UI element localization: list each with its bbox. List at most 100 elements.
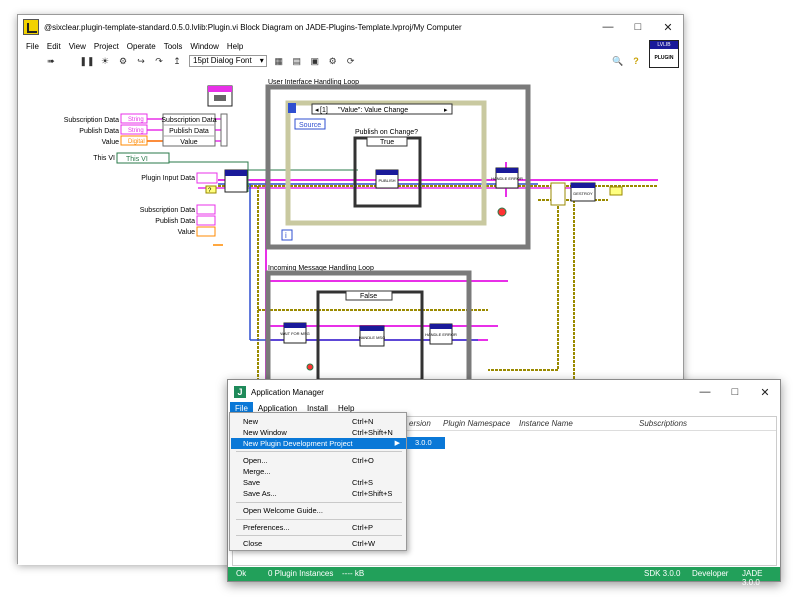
event-next-arrow-icon[interactable]: ▸ — [444, 107, 448, 114]
pause-icon[interactable]: ❚❚ — [79, 55, 95, 66]
init-subvi-node[interactable] — [224, 169, 248, 193]
merge-errors-node[interactable]: DESTROY — [550, 182, 623, 206]
menu-item-label: New Window — [243, 428, 287, 437]
menu-separator — [236, 519, 402, 520]
indicator-subscription[interactable] — [196, 204, 216, 215]
align-objects-icon[interactable]: ▦ — [274, 55, 283, 66]
am-minimize-icon[interactable]: — — [699, 386, 711, 398]
search-icon[interactable]: 🔍 — [612, 55, 624, 66]
terminal-type-string: String — [128, 117, 144, 123]
run-arrow-icon[interactable]: ➠ — [47, 55, 55, 66]
labview-window-controls: — □ ✕ — [593, 15, 683, 39]
indicator-value[interactable] — [196, 226, 216, 237]
minimize-icon[interactable]: — — [602, 21, 614, 33]
submenu-arrow-icon: ▶ — [394, 440, 400, 447]
close-icon[interactable]: ✕ — [663, 21, 673, 34]
resize-objects-icon[interactable]: ▣ — [310, 55, 319, 66]
publish-node-label: PUBLISH — [378, 178, 395, 183]
event-case-selector[interactable] — [311, 103, 453, 115]
menu-window[interactable]: Window — [190, 41, 219, 51]
msg-stop-condition-icon[interactable] — [306, 363, 314, 371]
column-header-namespace[interactable]: Plugin Namespace — [443, 419, 511, 428]
status-instances: 0 Plugin Instances — [268, 569, 334, 578]
menu-item-save-as[interactable]: Save As... Ctrl+Shift+S — [231, 488, 406, 499]
menu-item-new[interactable]: New Ctrl+N — [231, 416, 406, 427]
menu-item-open[interactable]: Open... Ctrl+O — [231, 455, 406, 466]
menu-item-shortcut: Ctrl+P — [352, 523, 374, 532]
status-size: ---- kB — [342, 569, 365, 578]
menu-item-new-window[interactable]: New Window Ctrl+Shift+N — [231, 427, 406, 438]
menu-item-save[interactable]: Save Ctrl+S — [231, 477, 406, 488]
am-close-icon[interactable]: ✕ — [760, 386, 770, 399]
terminal-label-publish-data: Publish Data — [79, 128, 119, 135]
menu-item-label: New Plugin Development Project — [243, 439, 353, 448]
menu-view[interactable]: View — [68, 41, 86, 51]
highlight-execution-icon[interactable]: ☀ — [100, 55, 110, 66]
cluster-constant-icon[interactable] — [207, 85, 233, 107]
labview-window-title: @sixclear.plugin-template-standard.0.5.0… — [44, 22, 462, 32]
terminal-type-digital: Digital — [128, 139, 145, 145]
menu-help[interactable]: Help — [226, 41, 244, 51]
help-icon[interactable]: ? — [633, 56, 639, 66]
step-out-icon[interactable]: ↥ — [173, 55, 181, 66]
case-selector-false[interactable] — [345, 290, 393, 301]
left-terminals: Subscription Data String Publish Data St… — [64, 113, 148, 146]
menu-item-preferences[interactable]: Preferences... Ctrl+P — [231, 522, 406, 533]
menu-project[interactable]: Project — [93, 41, 119, 51]
stop-condition-icon[interactable] — [497, 207, 507, 217]
reorder-icon[interactable]: ⚙ — [328, 55, 337, 66]
menu-item-shortcut: Ctrl+N — [352, 417, 374, 426]
digital-terminal-value[interactable] — [120, 135, 148, 146]
vi-icon[interactable]: LVLIB PLUGIN — [649, 40, 679, 68]
publish-on-change-label: Publish on Change? — [355, 129, 418, 136]
string-terminal-subscription[interactable] — [120, 113, 148, 124]
step-into-icon[interactable]: ↪ — [137, 55, 145, 66]
retain-wire-values-icon[interactable]: ⚙ — [118, 55, 128, 66]
step-over-icon[interactable]: ↷ — [155, 55, 163, 66]
bundle-field-value: Value — [180, 139, 197, 146]
msg-loop-label: Incoming Message Handling Loop — [268, 265, 374, 272]
menu-edit[interactable]: Edit — [46, 41, 61, 51]
event-case-label: "Value": Value Change — [338, 107, 408, 114]
menu-item-merge[interactable]: Merge... — [231, 466, 406, 477]
am-menu-help[interactable]: Help — [337, 404, 355, 413]
maximize-icon[interactable]: □ — [634, 21, 642, 33]
font-select[interactable]: 15pt Dialog Font — [189, 55, 267, 67]
am-menu-install[interactable]: Install — [307, 404, 328, 413]
menu-item-label: Save — [243, 478, 261, 487]
submenu-item-version[interactable]: 3.0.0 — [407, 437, 445, 449]
menu-item-new-plugin-project[interactable]: New Plugin Development Project ▶ — [231, 438, 406, 449]
indicator-publish[interactable] — [196, 215, 216, 226]
error-out-indicator[interactable] — [609, 186, 623, 196]
menu-item-shortcut: Ctrl+Shift+N — [352, 428, 393, 437]
event-prev-arrow-icon[interactable]: ◂ — [315, 107, 319, 114]
source-node[interactable] — [294, 118, 326, 130]
menu-operate[interactable]: Operate — [126, 41, 156, 51]
event-timeout-icon — [288, 103, 296, 113]
block-diagram-svg: Subscription Data String Publish Data St… — [64, 79, 658, 576]
case-selector-true[interactable] — [366, 136, 408, 147]
menu-item-close[interactable]: Close Ctrl+W — [231, 538, 406, 549]
table-header: ersion Plugin Namespace Instance Name Su… — [233, 417, 776, 431]
column-header-subscriptions[interactable]: Subscriptions — [639, 419, 688, 428]
string-terminal-publish[interactable] — [120, 124, 148, 135]
menu-tools[interactable]: Tools — [163, 41, 183, 51]
am-window-controls: — □ ✕ — [690, 380, 780, 404]
handle-error-label: HANDLE ERROR — [491, 176, 523, 181]
menu-file[interactable]: File — [26, 41, 39, 51]
distribute-objects-icon[interactable]: ▤ — [292, 55, 301, 66]
cleanup-diagram-icon[interactable]: ⟳ — [346, 55, 355, 66]
ui-handling-loop[interactable]: User Interface Handling Loop i [1] "Valu… — [265, 79, 531, 250]
am-maximize-icon[interactable]: □ — [731, 386, 739, 398]
am-menu-application[interactable]: Application — [257, 404, 298, 413]
this-vi-reference[interactable]: This VI This VI — [93, 152, 170, 164]
menu-item-label: Preferences... — [243, 523, 290, 532]
column-header-version[interactable]: ersion — [409, 419, 431, 428]
status-sdk: SDK 3.0.0 — [644, 569, 681, 578]
plugin-input-data-terminal[interactable]: Plugin Input Data ? — [141, 172, 218, 194]
column-header-instance-name[interactable]: Instance Name — [519, 419, 573, 428]
menu-item-open-welcome-guide[interactable]: Open Welcome Guide... — [231, 505, 406, 516]
am-menu-file[interactable]: File — [230, 402, 253, 415]
bundle-by-name-node[interactable]: Subscription Data Publish Data Value — [161, 113, 228, 147]
menu-item-shortcut: Ctrl+O — [352, 456, 374, 465]
